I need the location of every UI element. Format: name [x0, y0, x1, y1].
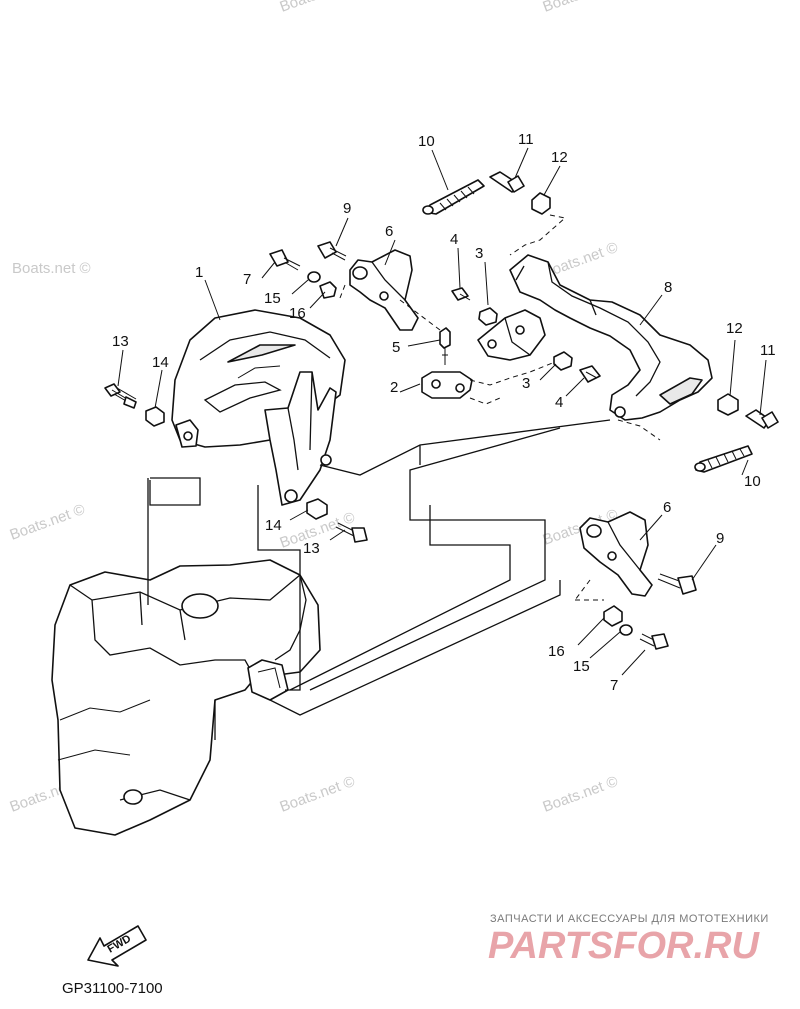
- callout-11: 11: [760, 342, 776, 359]
- callout-13: 13: [112, 333, 129, 350]
- branding-logo: PARTSFOR.RU: [488, 925, 760, 967]
- leader-lines: [117, 147, 767, 676]
- callout-10: 10: [418, 133, 435, 150]
- callout-1: 1: [195, 264, 203, 281]
- callout-16: 16: [289, 305, 306, 322]
- callout-6: 6: [663, 499, 671, 516]
- branding-tagline: ЗАПЧАСТИ И АКСЕССУАРЫ ДЛЯ МОТОТЕХНИКИ: [490, 913, 769, 925]
- lower-bolt-13: [335, 522, 368, 543]
- callout-12: 12: [551, 149, 568, 166]
- deflector-bracket-arm: [264, 371, 337, 506]
- callout-13: 13: [303, 540, 320, 557]
- screw-11-lower: [745, 409, 779, 429]
- watermark: Boats.net ©: [12, 260, 91, 277]
- part-8-steering-bracket: [509, 254, 713, 421]
- callout-3: 3: [475, 245, 483, 262]
- fwd-arrow: FWD: [87, 925, 147, 967]
- spring-rod-10-upper: [422, 179, 485, 215]
- callout-14: 14: [265, 517, 282, 534]
- screw-11-upper: [489, 171, 525, 193]
- callout-4: 4: [555, 394, 563, 411]
- callout-14: 14: [152, 354, 169, 371]
- callout-6: 6: [385, 223, 393, 240]
- collar-3-lower: [553, 351, 573, 371]
- callout-5: 5: [392, 339, 400, 356]
- lower-collar-14: [306, 498, 328, 520]
- watermark: Boats.net ©: [541, 0, 621, 16]
- bracket-2: [421, 371, 473, 399]
- callout-10: 10: [744, 473, 761, 490]
- callout-7: 7: [610, 677, 618, 694]
- bolt-9-lower: [657, 573, 697, 595]
- collar-12-upper: [531, 192, 551, 215]
- collar-3-upper: [478, 307, 498, 326]
- bolt-4-upper: [451, 287, 471, 301]
- screw-9-upper: [317, 241, 347, 261]
- watermark: Boats.net ©: [278, 0, 358, 16]
- callout-3: 3: [522, 375, 530, 392]
- washer-15-upper: [307, 271, 321, 283]
- watermark: Boats.net ©: [541, 773, 621, 816]
- washer-15-lower: [619, 624, 633, 636]
- callout-11: 11: [518, 131, 534, 148]
- callout-12: 12: [726, 320, 743, 337]
- pivot-plate: [477, 309, 546, 361]
- fwd-arrow-icon: [87, 925, 147, 967]
- grease-nipple-5: [439, 327, 451, 365]
- pump-port: [181, 593, 219, 619]
- collar-16-lower: [603, 605, 623, 627]
- nozzle-mount: [247, 659, 289, 701]
- callout-15: 15: [573, 658, 590, 675]
- spring-rod-10-lower: [694, 445, 753, 473]
- watermark: Boats.net ©: [278, 773, 358, 816]
- left-bolt-13: [104, 383, 137, 409]
- jet-pump-housing: [51, 559, 321, 836]
- bolt-7-upper: [269, 249, 301, 271]
- collar-16-upper: [319, 281, 337, 299]
- callout-7: 7: [243, 271, 251, 288]
- callout-2: 2: [390, 379, 398, 396]
- callout-labels: 1 2 3 3 4 4 5 6 6 7 7 8 9 9 10 10 11 11 …: [112, 131, 776, 694]
- bracket-6-upper: [349, 249, 419, 331]
- callout-16: 16: [548, 643, 565, 660]
- callout-9: 9: [343, 200, 351, 217]
- watermark: Boats.net ©: [8, 501, 88, 544]
- reference-lines: [147, 214, 661, 716]
- bracket-6-lower: [579, 511, 653, 597]
- partsfor-branding: ЗАПЧАСТИ И АКСЕССУАРЫ ДЛЯ МОТОТЕХНИКИ PA…: [488, 913, 769, 967]
- bolt-7-lower: [639, 633, 669, 650]
- callout-9: 9: [716, 530, 724, 547]
- callout-8: 8: [664, 279, 672, 296]
- collar-12-lower: [717, 393, 739, 416]
- diagram-code: GP31100-7100: [62, 980, 163, 997]
- bolt-4-lower: [579, 365, 601, 383]
- callout-15: 15: [264, 290, 281, 307]
- left-collar-14: [145, 406, 165, 427]
- callout-4: 4: [450, 231, 458, 248]
